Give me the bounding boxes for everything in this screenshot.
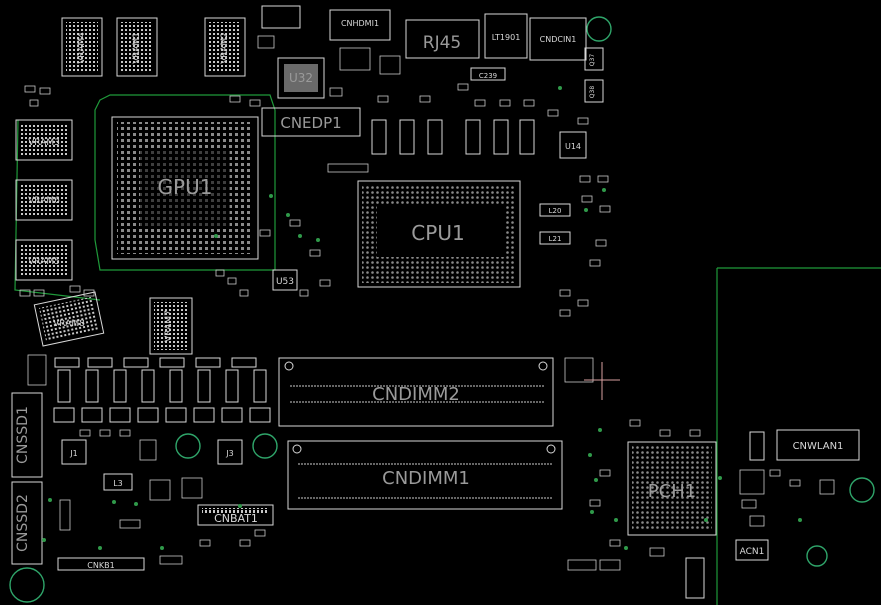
l3-label: L3 bbox=[113, 479, 123, 488]
vram-chips: VRAM4 VRAM1 VRAM2 VRAM3 VRAM6 VRAM5 bbox=[15, 17, 246, 355]
svg-text:VRAM8: VRAM8 bbox=[53, 319, 85, 329]
cndimm2-label: CNDIMM2 bbox=[372, 384, 460, 405]
cpu-capacitors bbox=[371, 119, 535, 155]
vram-chip: VRAM8 bbox=[33, 291, 105, 347]
u14-label: U14 bbox=[565, 142, 581, 151]
mounting-holes bbox=[9, 16, 875, 603]
vrm-inductors bbox=[53, 357, 271, 423]
small-parts bbox=[19, 35, 835, 571]
cpu-chip: CPU1 bbox=[357, 180, 521, 288]
cnhdmi1-label: CNHDMI1 bbox=[341, 19, 379, 28]
svg-text:VRAM6: VRAM6 bbox=[28, 196, 60, 206]
q38-label: Q38 bbox=[589, 86, 596, 99]
cnssd2-label: CNSSD2 bbox=[15, 494, 31, 552]
cndcin1-label: CNDCIN1 bbox=[540, 35, 577, 44]
vram-chip: VRAM6 bbox=[15, 179, 73, 221]
right-components: CNWLAN1 ACN1 bbox=[685, 429, 860, 599]
ssd-connectors: CNSSD1 CNSSD2 bbox=[11, 392, 43, 565]
acn1-label: ACN1 bbox=[740, 547, 765, 557]
crosshair bbox=[584, 362, 620, 400]
vram-chip: VRAM3 bbox=[15, 119, 73, 161]
svg-text:VRAM5: VRAM5 bbox=[28, 257, 60, 267]
top-components: RJ45 LT1901 CNDCIN1 CNHDMI1 U32 CNEDP1 U… bbox=[261, 5, 604, 291]
mounting-hole bbox=[849, 477, 875, 503]
dimm-slots: CNDIMM2 CNDIMM1 bbox=[278, 357, 563, 510]
lt1901-label: LT1901 bbox=[492, 33, 521, 42]
c239-label: C239 bbox=[479, 72, 497, 80]
mounting-hole bbox=[175, 433, 201, 459]
pch-chip: PCH1 bbox=[627, 441, 717, 536]
q37-label: Q37 bbox=[589, 54, 596, 67]
vias bbox=[42, 86, 802, 550]
svg-text:VRAM7: VRAM7 bbox=[164, 310, 174, 342]
cndimm1-label: CNDIMM1 bbox=[382, 468, 470, 489]
mounting-hole bbox=[806, 545, 828, 567]
vram-chip: VRAM7 bbox=[149, 297, 193, 355]
mounting-hole bbox=[9, 567, 45, 603]
vram-chip: VRAM4 bbox=[61, 17, 103, 77]
svg-text:VRAM1: VRAM1 bbox=[132, 32, 142, 64]
cnkb1-label: CNKB1 bbox=[87, 561, 114, 570]
l21-label: L21 bbox=[549, 235, 562, 243]
mounting-hole bbox=[252, 433, 278, 459]
j3-label: J3 bbox=[225, 449, 233, 458]
mounting-hole bbox=[586, 16, 612, 42]
u53-label: U53 bbox=[276, 277, 294, 287]
svg-text:VRAM4: VRAM4 bbox=[77, 32, 87, 64]
cnwlan1-label: CNWLAN1 bbox=[793, 441, 844, 452]
cnedp1-label: CNEDP1 bbox=[280, 114, 341, 132]
l20-label: L20 bbox=[549, 207, 562, 215]
gpu-chip: GPU1 bbox=[111, 116, 259, 260]
cnssd1-label: CNSSD1 bbox=[15, 406, 31, 464]
cnbat1-label: CNBAT1 bbox=[214, 512, 258, 525]
gpu-label: GPU1 bbox=[158, 175, 213, 199]
pch-label: PCH1 bbox=[648, 481, 696, 502]
rj45-label: RJ45 bbox=[423, 33, 461, 53]
bottom-left-components: J1 J3 L3 CNBAT1 CNKB1 bbox=[57, 439, 274, 571]
svg-text:VRAM3: VRAM3 bbox=[28, 138, 60, 148]
vram-chip: VRAM1 bbox=[116, 17, 158, 77]
u32-label: U32 bbox=[289, 71, 313, 85]
j1-label: J1 bbox=[69, 449, 77, 458]
cpu-label: CPU1 bbox=[411, 221, 464, 245]
vram-chip: VRAM2 bbox=[204, 17, 246, 77]
vram-chip: VRAM5 bbox=[15, 239, 73, 281]
svg-text:VRAM2: VRAM2 bbox=[220, 32, 230, 64]
